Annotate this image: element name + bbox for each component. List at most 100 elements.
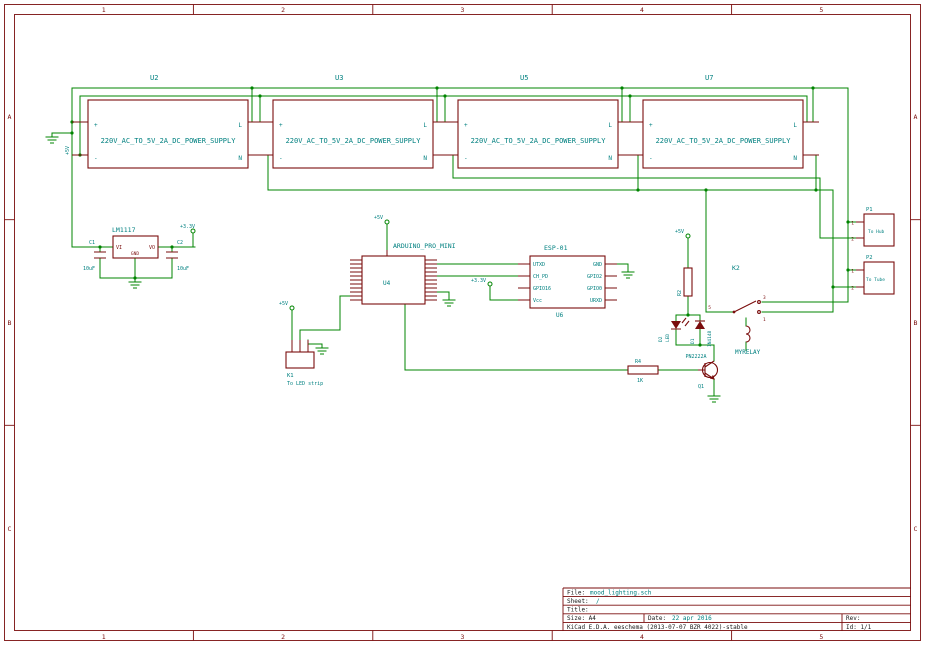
component-value: 220V_AC_TO_5V_2A_DC_POWER_SUPPLY [656, 137, 792, 145]
pin-name: UTXD [533, 262, 545, 268]
pin-name: - [649, 155, 653, 162]
pin-name: GPIO2 [587, 274, 602, 280]
component-ref: Q1 [698, 384, 704, 390]
component-pins [856, 221, 864, 239]
pin-name: N [793, 155, 797, 162]
regulator-lm1117[interactable]: LM1117 VI VO GND [112, 226, 159, 259]
component-pins [856, 269, 864, 288]
component-body[interactable] [285, 351, 315, 369]
connector-k1-led-strip[interactable]: K1 To LED strip [285, 340, 323, 387]
power-supply-u7[interactable]: U7 220V_AC_TO_5V_2A_DC_POWER_SUPPLY + L … [627, 74, 819, 169]
component-body[interactable] [863, 261, 895, 295]
led-bar-arrows [671, 317, 690, 330]
diode-d1[interactable]: D1 1N4148 [690, 320, 713, 347]
component-pins [350, 250, 437, 301]
pin-name: - [94, 155, 98, 162]
title-block-lines [562, 587, 911, 631]
pin-name: GND [593, 262, 602, 268]
transistor-q1[interactable]: PN2222A Q1 [685, 354, 719, 390]
pin-name: - [464, 155, 468, 162]
capacitor-c2[interactable]: C2 10uF [166, 240, 189, 272]
component-body[interactable] [642, 99, 804, 169]
power-label-5v: +5V [65, 146, 71, 155]
connector-p2-tube[interactable]: P2 1 2 To Tube [851, 255, 895, 295]
frame-col-label: 5 [819, 6, 823, 14]
component-body[interactable] [863, 213, 895, 247]
component-ref: U3 [335, 74, 343, 82]
component-body[interactable] [272, 99, 434, 169]
component-ref: K1 [287, 373, 294, 379]
component-pins [257, 121, 449, 156]
led-triangle [671, 321, 681, 329]
component-value: LED [665, 334, 671, 342]
esp01-module[interactable]: ESP-01 U6 UTXD CH_PD GPIO16 Vcc GND GPIO… [518, 244, 617, 319]
pin-name: L [608, 122, 612, 129]
frame-row-label: C [8, 525, 12, 533]
pin-name: N [608, 155, 612, 162]
pin-name: + [649, 122, 653, 129]
component-ref: C2 [177, 240, 183, 246]
pin-number: 3 [763, 295, 766, 301]
power-symbols: +5V +3.3V +5V +3.3V +5V +5V [65, 146, 691, 311]
frame-col-label: 3 [461, 633, 465, 641]
power-symbol [685, 233, 691, 239]
component-pins [627, 121, 819, 156]
power-label-5v: +5V [374, 215, 383, 221]
component-body[interactable] [87, 99, 249, 169]
relay-fixed-contact [757, 300, 761, 304]
component-ref: D2 [658, 336, 664, 342]
frame-row-label: C [914, 525, 918, 533]
title-sheet-label: Sheet: [567, 598, 589, 605]
component-ref: U2 [150, 74, 158, 82]
component-body[interactable] [529, 255, 606, 309]
frame-row-label: A [8, 113, 12, 121]
transistor-internals [704, 360, 715, 380]
component-ref: U6 [556, 312, 564, 319]
resistor-r2[interactable]: R2 [677, 267, 693, 297]
power-supply-u2[interactable]: U2 220V_AC_TO_5V_2A_DC_POWER_SUPPLY + L … [72, 74, 264, 169]
component-value: ESP-01 [544, 244, 568, 252]
power-label-5v: +5V [279, 301, 288, 307]
component-body[interactable] [627, 365, 659, 375]
resistor-r4[interactable]: R4 1K [627, 359, 659, 384]
arduino-pro-mini[interactable]: ARDUINO_PRO_MINI U4 [350, 242, 456, 305]
relay-k2[interactable]: K2 MYRELAY 5 3 1 [708, 264, 766, 356]
pin-name: + [279, 122, 283, 129]
component-ref: U4 [383, 280, 391, 287]
power-symbol [289, 305, 295, 311]
ground-symbols [45, 132, 721, 403]
component-value: LM1117 [112, 226, 136, 234]
relay-fixed-contact [757, 310, 761, 314]
ground-symbol [621, 267, 635, 279]
component-body[interactable] [457, 99, 619, 169]
pin-number: 1 [851, 221, 854, 227]
capacitor-c1[interactable]: C1 10uF [83, 240, 106, 272]
component-body[interactable] [112, 235, 159, 259]
frame-col-label: 2 [281, 6, 285, 14]
relay-pivot [732, 310, 736, 314]
pin-name: URXD [590, 298, 602, 304]
ground-symbol [45, 132, 59, 144]
pin-name: - [279, 155, 283, 162]
frame-col-label: 3 [461, 6, 465, 14]
power-label-3v3: +3.3V [471, 278, 486, 284]
component-ref: R2 [677, 290, 683, 296]
pin-number: 5 [708, 305, 711, 311]
power-supply-u5[interactable]: U5 220V_AC_TO_5V_2A_DC_POWER_SUPPLY + L … [442, 74, 634, 169]
title-rev: Rev: [846, 615, 860, 622]
sheet-frame: 1 2 3 4 5 1 2 3 4 5 A B C A B C [4, 4, 921, 641]
frame-col-label: 4 [640, 6, 644, 14]
connector-p1-hub[interactable]: P1 1 2 To Hub [851, 207, 895, 247]
component-body[interactable] [361, 255, 426, 305]
component-body[interactable] [683, 267, 693, 297]
component-value: 220V_AC_TO_5V_2A_DC_POWER_SUPPLY [471, 137, 607, 145]
title-size: Size: A4 [567, 615, 596, 622]
frame-row-label: A [914, 113, 918, 121]
frame-inner [14, 14, 911, 631]
wire-network[interactable] [51, 87, 857, 393]
title-date-label: Date: [648, 615, 666, 622]
led-d2[interactable]: D2 LED [658, 317, 690, 342]
pin-name: CH_PD [533, 274, 548, 280]
power-supply-u3[interactable]: U3 220V_AC_TO_5V_2A_DC_POWER_SUPPLY + L … [257, 74, 449, 169]
